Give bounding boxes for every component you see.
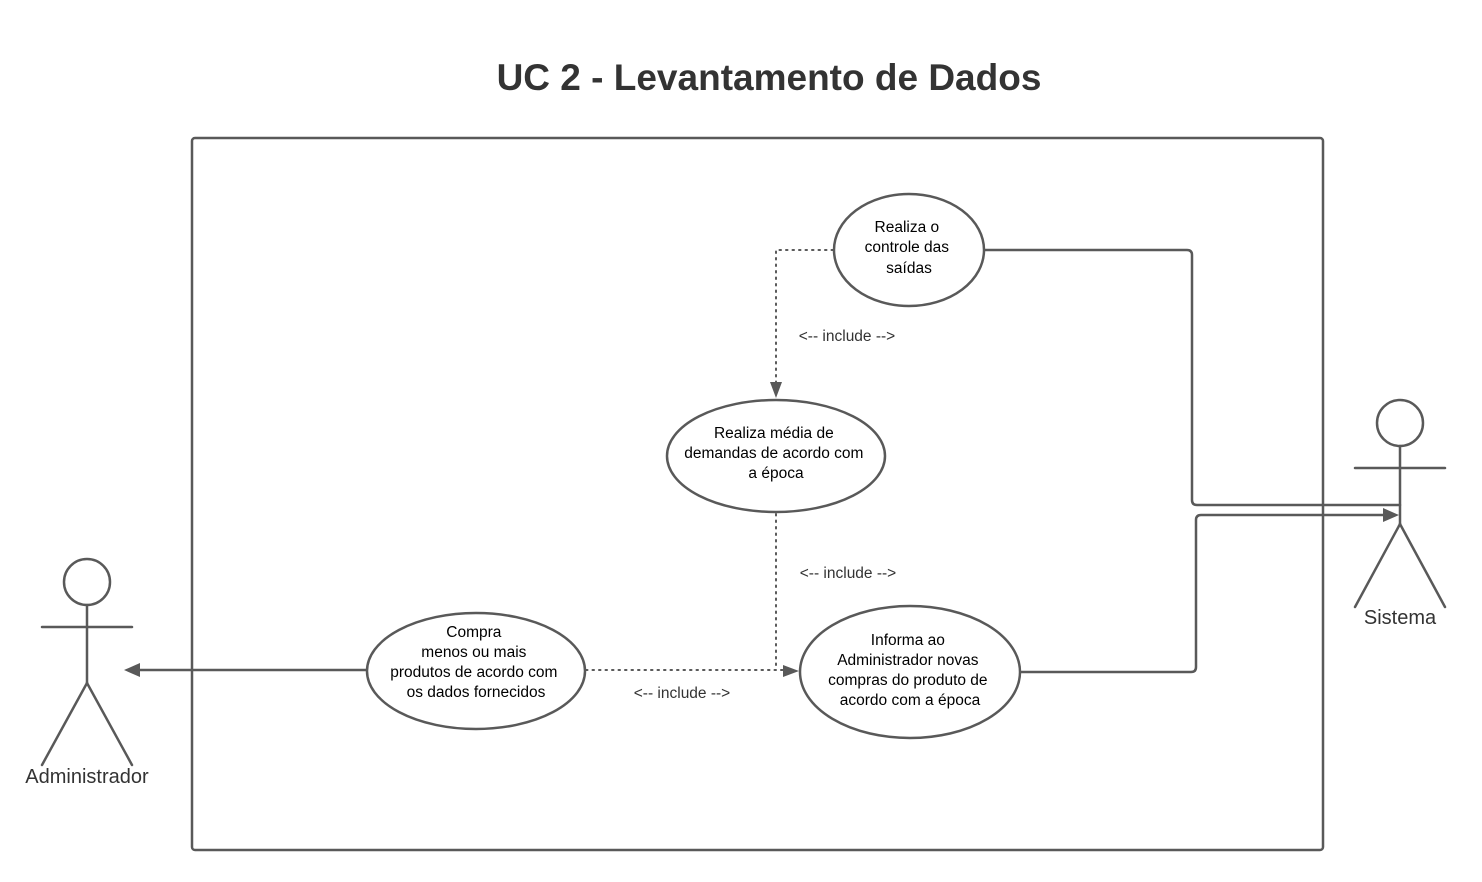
use-case-ellipse	[832, 192, 986, 308]
use-case-label: Informa ao Administrador novas compras d…	[828, 632, 992, 709]
include-arrowhead-media	[770, 382, 782, 398]
use-case-label-line: saídas	[886, 260, 932, 277]
use-case-label-line: demandas de acordo com	[684, 445, 863, 462]
actor-label: Administrador	[25, 766, 149, 788]
include-label-middle: <-- include -->	[800, 565, 896, 582]
association-sistema-controle	[983, 248, 1402, 507]
actor-head	[62, 557, 112, 607]
arrowhead-sistema	[1383, 508, 1399, 522]
association-informa-sistema	[1018, 513, 1387, 674]
use-case-ellipse	[798, 604, 1022, 740]
use-case-label-line: acordo com a época	[840, 692, 981, 709]
use-case-ellipse	[665, 398, 887, 514]
actor-sistema[interactable]: Sistema	[1353, 398, 1447, 629]
use-case-label-line: produtos de acordo com	[390, 664, 557, 681]
use-case-label-line: Administrador novas	[837, 652, 979, 669]
use-case-compra[interactable]: Compra menos ou mais produtos de acordo …	[365, 611, 587, 731]
actor-left-leg	[40, 681, 89, 767]
use-case-label: Realiza média de demandas de acordo com …	[684, 425, 868, 482]
actor-administrador[interactable]: Administrador	[25, 557, 149, 788]
use-case-label-line: menos ou mais	[421, 644, 526, 661]
include-label-bottom: <-- include -->	[634, 685, 730, 702]
system-boundary	[190, 136, 1325, 852]
actor-label: Sistema	[1364, 607, 1437, 629]
include-controle-media	[775, 249, 834, 385]
actor-right-leg	[1398, 522, 1447, 609]
use-case-ellipse	[365, 611, 587, 731]
actor-head	[1375, 398, 1425, 448]
use-case-label: Realiza o controle das saídas	[865, 219, 954, 277]
use-case-label-line: compras do produto de	[828, 672, 987, 689]
use-case-media-demandas[interactable]: Realiza média de demandas de acordo com …	[665, 398, 887, 514]
use-case-label-line: a época	[748, 465, 804, 482]
use-case-label-line: Realiza média de	[714, 425, 834, 442]
include-label-top: <-- include -->	[799, 328, 895, 345]
actor-right-leg	[85, 681, 134, 767]
use-case-label: Compra menos ou mais produtos de acordo …	[390, 624, 561, 701]
use-case-label-line: os dados fornecidos	[407, 684, 546, 701]
arrowhead-administrador	[124, 663, 140, 677]
use-case-label-line: Realiza o	[875, 219, 940, 236]
use-case-label-line: controle das	[865, 239, 950, 256]
use-case-controle-saidas[interactable]: Realiza o controle das saídas	[832, 192, 986, 308]
include-arrowhead-informa	[783, 665, 799, 677]
use-case-label-line: Compra	[446, 624, 502, 641]
diagram-title: UC 2 - Levantamento de Dados	[497, 57, 1042, 98]
actor-left-leg	[1353, 522, 1402, 609]
use-case-informa[interactable]: Informa ao Administrador novas compras d…	[798, 604, 1022, 740]
use-case-label-line: Informa ao	[871, 632, 945, 649]
